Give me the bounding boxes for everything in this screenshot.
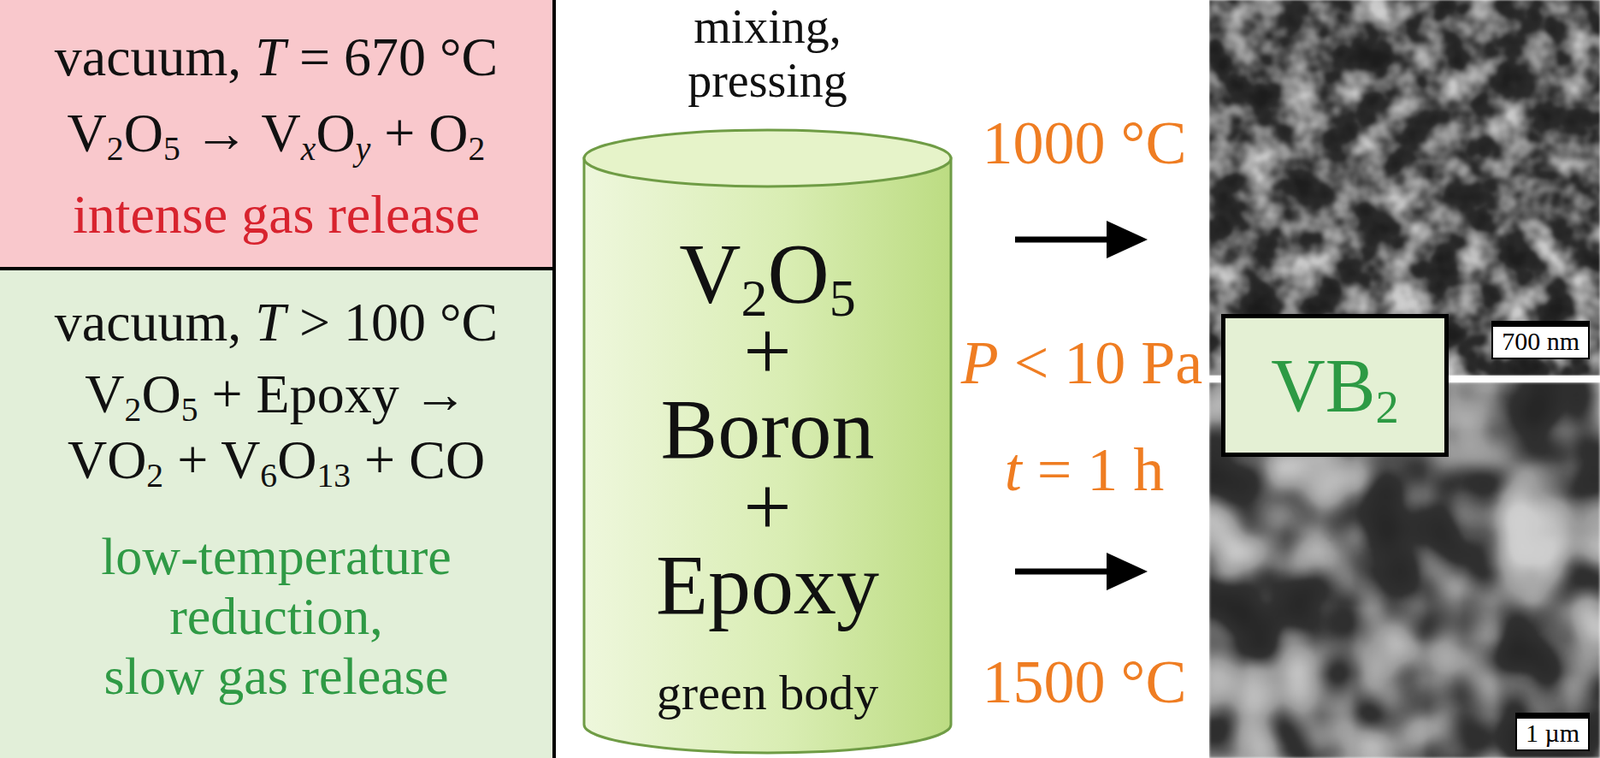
subscript: 2 (741, 268, 768, 327)
subscript: 2 (468, 129, 486, 168)
arrow-shaft (1015, 236, 1110, 243)
node-text: V2O5 + Epoxy → VO2 + V6O13 + CO (67, 360, 485, 493)
variable-symbol: T (254, 291, 286, 353)
node-text: VB2 (1270, 342, 1400, 429)
subscript: 3 (333, 456, 351, 495)
node-text: V2O5 → VxOy + O2 (67, 100, 486, 166)
subscript: 2 (124, 390, 142, 429)
subscript: 1 (316, 456, 334, 495)
cylinder-body (584, 158, 951, 753)
condition-label: P < 10 Pa (961, 331, 1204, 394)
variable-symbol: t (1004, 435, 1022, 504)
node-text: V2O5 + Boron + Epoxy (655, 234, 880, 624)
process-arrow (1015, 220, 1148, 259)
subscript: 6 (259, 456, 278, 495)
variable-symbol: P (961, 328, 999, 397)
scale-bar-label: 700 nm (1491, 320, 1590, 360)
subscript: y (355, 129, 372, 168)
node-text: vacuum, T > 100 °C (54, 289, 499, 355)
subscript: 2 (146, 456, 164, 495)
condition-label: t = 1 h (1004, 438, 1165, 501)
cylinder-top (584, 129, 951, 187)
subscript: 5 (829, 268, 857, 327)
arrow-shaft (1015, 568, 1110, 575)
subscript: 5 (163, 129, 181, 168)
subscript: 2 (106, 129, 124, 168)
scale-bar-label: 1 µm (1515, 712, 1590, 751)
edge-label: 1000 °C (982, 112, 1187, 174)
arrow-head (1106, 552, 1148, 591)
subscript: 5 (181, 390, 199, 429)
node-text: green body (656, 664, 879, 721)
node-text: intense gas release (72, 181, 480, 248)
process-arrow (1015, 552, 1148, 591)
node-text: vacuum, T = 670 °C (54, 23, 499, 90)
process-panel: vacuum, T = 670 °C V2O5 → VxOy + O2 intens… (0, 0, 553, 267)
arrow-head (1106, 220, 1148, 259)
green-body-cylinder: mixing, pressingV2O5 + Boron + Epoxy gree… (581, 0, 954, 758)
subscript: x (301, 129, 317, 168)
divider-line (552, 0, 556, 758)
node-text: mixing, pressing (687, 0, 848, 108)
process-panel: vacuum, T > 100 °CV2O5 + Epoxy → VO2 + V… (0, 270, 553, 758)
subscript: 2 (1375, 380, 1399, 433)
edge-label: 1500 °C (982, 650, 1187, 713)
node-text: low-temperature reduction, slow gas rele… (100, 525, 452, 706)
product-box: VB2 (1221, 313, 1449, 457)
variable-symbol: T (254, 26, 286, 88)
